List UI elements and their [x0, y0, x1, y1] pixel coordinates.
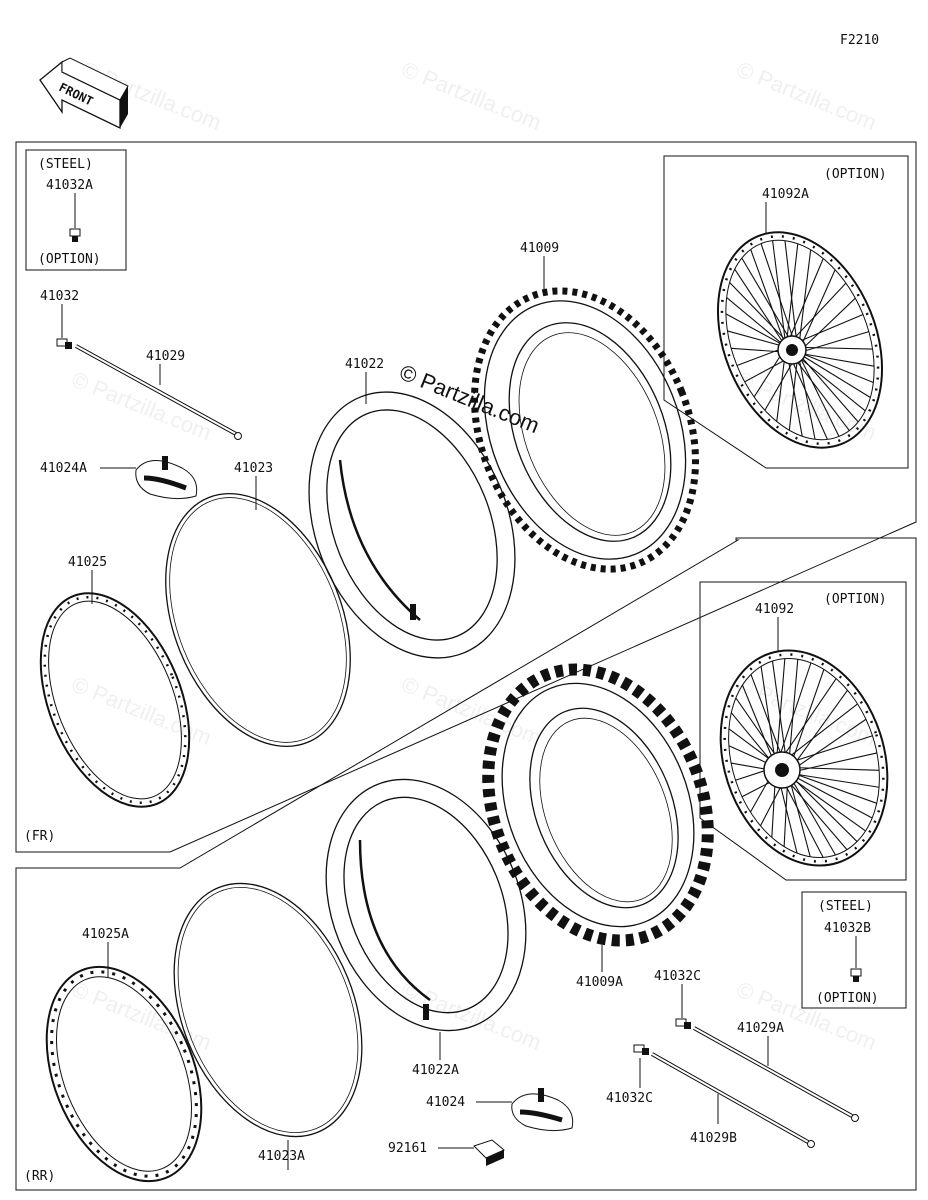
part-label-41029B: 41029B — [690, 1131, 737, 1146]
tire-front — [471, 287, 699, 573]
spoke — [788, 352, 799, 431]
rim-strap-rod-b — [651, 1052, 815, 1148]
spoke — [772, 240, 787, 348]
part-label-41023A: 41023A — [258, 1149, 305, 1164]
part-label-41029A: 41029A — [737, 1021, 784, 1036]
rim-strap-rod — [75, 344, 242, 440]
section-label-rear: (RR) — [24, 1169, 55, 1184]
part-label-41032C: 41032C — [654, 969, 701, 984]
part-label-41032: 41032 — [40, 289, 79, 304]
rear-section-outline — [15, 537, 917, 1191]
part-label-41023: 41023 — [234, 461, 273, 476]
spoke — [797, 297, 856, 354]
rim-band-inner — [169, 497, 347, 743]
part-label-41025A: 41025A — [82, 927, 129, 942]
washer-block-icon — [473, 1139, 505, 1166]
spoke — [797, 352, 816, 440]
option-label-front-wheel: (OPTION) — [824, 167, 887, 182]
watermark: © Partzilla.com — [68, 366, 215, 445]
tire-rear — [482, 663, 714, 947]
valve-cap-icon — [850, 968, 862, 982]
part-label-41024A: 41024A — [40, 461, 87, 476]
valve-cap-icon — [69, 228, 81, 242]
steel-box-bottom-label: (OPTION) — [38, 252, 101, 267]
watermark: © Partzilla.com — [68, 671, 215, 750]
inner-tube-front — [308, 391, 516, 659]
valve-cap-icon — [633, 1044, 649, 1055]
front-section-outline — [15, 141, 917, 853]
rim-lock-icon — [135, 456, 198, 500]
spoke — [741, 684, 777, 768]
rim-band-front — [165, 492, 351, 748]
watermark: © Partzilla.com — [733, 56, 880, 135]
part-label-41032B: 41032B — [824, 921, 871, 936]
part-label-41092A: 41092A — [762, 187, 809, 202]
wheel-front-assembly — [716, 231, 884, 449]
spoke — [797, 249, 812, 354]
wheel-option-box-front — [663, 155, 909, 469]
rim-strap-rod-a — [693, 1026, 859, 1122]
spoke — [787, 752, 878, 774]
spoke — [775, 658, 786, 768]
watermark: © Partzilla.com — [398, 671, 545, 750]
spoke — [797, 352, 871, 398]
steel-box-bottom-label: (OPTION) — [816, 991, 879, 1006]
spoke — [787, 772, 811, 857]
watermark: © Partzilla.com — [398, 976, 545, 1055]
part-label-41022A: 41022A — [412, 1063, 459, 1078]
spoke — [775, 662, 812, 768]
part-label-41032A: 41032A — [46, 178, 93, 193]
rim-lock-icon — [511, 1088, 574, 1132]
spoke — [797, 269, 836, 354]
spoke — [727, 330, 787, 348]
spoke — [787, 772, 873, 819]
rim-front — [39, 592, 191, 808]
spoke — [760, 666, 777, 768]
rim-band-rear — [173, 882, 363, 1138]
part-label-41009: 41009 — [520, 241, 559, 256]
rim-band-inner — [177, 887, 359, 1133]
watermark: © Partzilla.com — [398, 56, 545, 135]
spoke — [787, 772, 880, 788]
part-label-41022: 41022 — [345, 357, 384, 372]
valve-cap-icon — [675, 1018, 691, 1029]
steel-box-top-label: (STEEL) — [38, 157, 93, 172]
part-label-41029: 41029 — [146, 349, 185, 364]
part-label-41025: 41025 — [68, 555, 107, 570]
watermark-layer: © Partzilla.com © Partzilla.com © Partzi… — [68, 56, 880, 1055]
spoke — [797, 352, 840, 437]
watermark: © Partzilla.com — [733, 976, 880, 1055]
spoke — [787, 689, 848, 774]
part-label-41009A: 41009A — [576, 975, 623, 990]
figure-id: F2210 — [840, 33, 879, 48]
spoke — [726, 297, 787, 348]
spoke — [787, 718, 867, 774]
part-label-41024: 41024 — [426, 1095, 465, 1110]
inner-tube-rear — [325, 778, 527, 1032]
spoke — [797, 352, 859, 423]
valve-cap-icon — [56, 338, 72, 349]
steel-box-top-label: (STEEL) — [818, 899, 873, 914]
steel-option-box-rear — [801, 891, 907, 1009]
spoke — [750, 249, 787, 348]
front-arrow: FRONT — [39, 57, 129, 130]
spoke — [787, 772, 858, 842]
steel-option-box-front — [25, 149, 127, 271]
spoke — [785, 258, 824, 348]
spoke — [734, 268, 787, 348]
wheel-rear-assembly — [719, 649, 889, 867]
rim-rear — [45, 965, 203, 1183]
section-label-front: (FR) — [24, 829, 55, 844]
part-label-92161: 92161 — [388, 1141, 427, 1156]
option-label-rear-wheel: (OPTION) — [824, 592, 887, 607]
part-label-41092: 41092 — [755, 602, 794, 617]
part-label-41032C: 41032C — [606, 1091, 653, 1106]
watermark: © Partzilla.com — [733, 671, 880, 750]
spoke — [785, 243, 799, 348]
spoke — [797, 352, 875, 367]
spoke — [787, 772, 836, 856]
wheel-option-box-rear — [699, 581, 907, 881]
spoke — [797, 331, 870, 354]
